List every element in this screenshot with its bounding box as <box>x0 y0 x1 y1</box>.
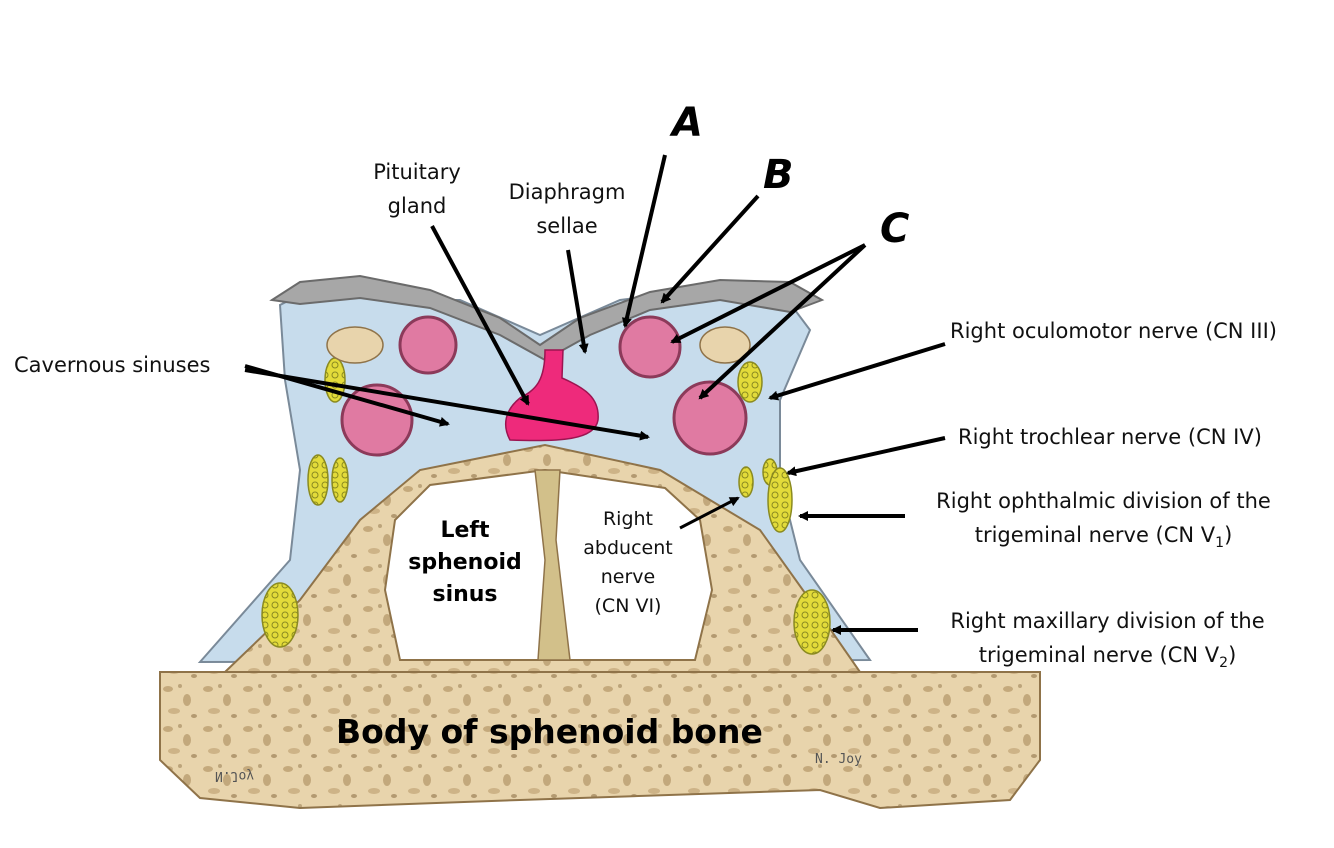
right-abducent-nerve <box>738 466 754 498</box>
sphenoid-body <box>159 671 1041 810</box>
left-clinoid <box>326 326 384 364</box>
left-nerve-4 <box>261 582 299 648</box>
ophthalmic-text: trigeminal nerve (CN V <box>974 523 1216 547</box>
abducent-line-4: (CN VI) <box>594 595 662 617</box>
label-c: C <box>880 206 910 252</box>
abducent-line-2: abducent <box>583 537 673 559</box>
left-sinus-line-2: sphenoid <box>408 550 522 575</box>
arrow-cavernous-2 <box>244 368 650 441</box>
pituitary-label-line-2: gland <box>387 194 447 218</box>
artist-signature-right: N. Joy <box>815 752 862 767</box>
arrow-pituitary <box>430 225 530 406</box>
arrow-abducent <box>679 496 740 530</box>
abducent-line-3: nerve <box>600 566 656 588</box>
maxillary-label: Right maxillary division of the trigemin… <box>920 604 1295 680</box>
right-clinoid <box>699 326 751 364</box>
ophthalmic-close: ) <box>1224 523 1233 547</box>
arrow-diaphragm <box>566 249 589 354</box>
pituitary-label-line-1: Pituitary <box>373 160 461 184</box>
arrow-a <box>621 154 667 328</box>
arrow-c-1 <box>670 243 866 344</box>
left-nerve-2 <box>307 454 329 506</box>
trochlear-label: Right trochlear nerve (CN IV) <box>958 425 1262 449</box>
arrow-oculomotor <box>768 342 946 401</box>
abducent-line-1: Right <box>602 508 654 530</box>
left-sinus-line-3: sinus <box>432 582 498 607</box>
oculomotor-label: Right oculomotor nerve (CN III) <box>950 319 1277 343</box>
arrow-trochlear <box>786 436 946 477</box>
maxillary-label-line-1: Right maxillary division of the <box>950 609 1265 633</box>
label-b: B <box>763 152 794 198</box>
arrow-c-2 <box>698 243 867 400</box>
right-maxillary-nerve <box>793 589 831 655</box>
carotid-left-lower <box>340 383 414 457</box>
label-a: A <box>672 100 703 146</box>
ophthalmic-label-line-2: trigeminal nerve (CN V1) <box>906 518 1301 560</box>
abducent-label: Right abducent nerve (CN VI) <box>578 505 678 621</box>
diaphragm-label-line-2: sellae <box>536 214 598 238</box>
artist-signature-left: N.Joy <box>215 768 255 783</box>
right-oculomotor-nerve <box>737 361 763 403</box>
left-nerve-3 <box>331 457 349 503</box>
maxillary-close: ) <box>1228 643 1237 667</box>
left-sinus-line-1: Left <box>440 518 490 543</box>
carotid-right-lower <box>672 380 748 456</box>
maxillary-text: trigeminal nerve (CN V <box>978 643 1220 667</box>
right-ophthalmic-nerve <box>767 467 793 533</box>
ophthalmic-subscript: 1 <box>1215 535 1225 552</box>
arrow-b <box>660 194 760 304</box>
ophthalmic-label-line-1: Right ophthalmic division of the <box>936 489 1271 513</box>
pituitary-gland-label: Pituitary gland <box>362 155 472 223</box>
ophthalmic-label: Right ophthalmic division of the trigemi… <box>906 484 1301 560</box>
left-sphenoid-sinus-label: Left sphenoid sinus <box>405 515 525 611</box>
dura-top <box>269 274 825 362</box>
sinus-septum <box>534 469 571 661</box>
cavernous-sinuses-label: Cavernous sinuses <box>14 353 211 377</box>
diaphragm-sellae-label: Diaphragm sellae <box>497 175 637 243</box>
maxillary-subscript: 2 <box>1219 655 1229 672</box>
maxillary-label-line-2: trigeminal nerve (CN V2) <box>920 638 1295 680</box>
annotation-arrows <box>244 154 946 635</box>
diaphragm-label-line-1: Diaphragm <box>508 180 626 204</box>
sphenoid-body-label: Body of sphenoid bone <box>336 712 763 751</box>
carotid-left-upper <box>398 315 458 375</box>
carotid-right-upper <box>618 315 682 379</box>
